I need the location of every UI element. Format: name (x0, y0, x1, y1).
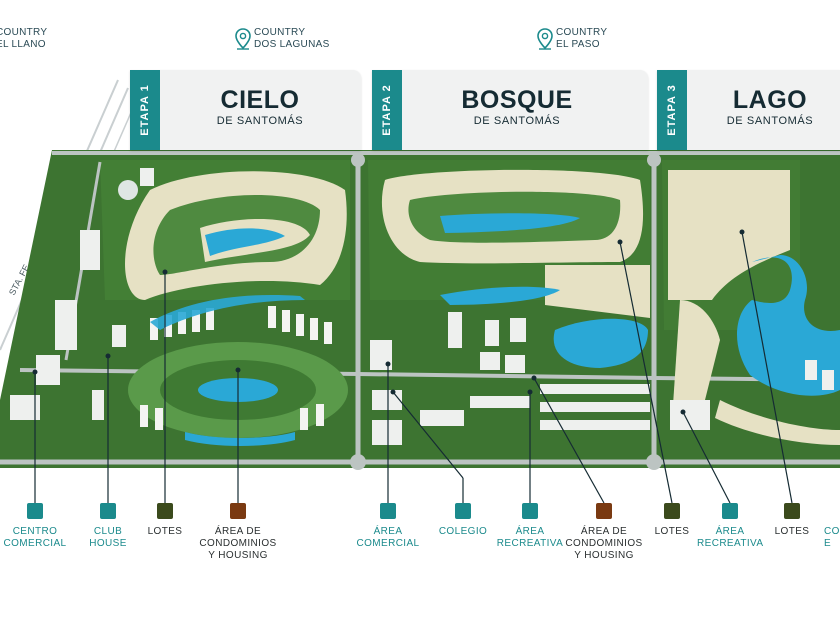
legend-colegio: COLEGIO (433, 503, 493, 538)
legend-swatch (596, 503, 612, 519)
country-label-dos-lagunas: COUNTRY DOS LAGUNAS (235, 27, 330, 51)
lots-etapa-2 (381, 169, 650, 318)
stage-subtitle-bosque: DE SANTOMÁS (473, 115, 561, 127)
stage-subtitle-cielo: DE SANTOMÁS (216, 115, 304, 127)
banner-etapa-2 (372, 70, 648, 150)
legend-swatch (380, 503, 396, 519)
etapa-tag-1: ETAPA 1 (130, 70, 160, 150)
legend-club-house: CLUB HOUSE (78, 503, 138, 550)
legend-swatch (522, 503, 538, 519)
stage-name-bosque: BOSQUE (461, 86, 573, 114)
buildings-etapa-1 (10, 168, 154, 420)
legend-lotes-3: LOTES (770, 503, 814, 538)
country-label-el-llano: COUNTRY EL LLANO (0, 27, 48, 50)
location-pin-icon (235, 28, 251, 50)
banner-etapa-3 (657, 70, 840, 150)
legend-swatch (157, 503, 173, 519)
legend-centro-comercial: CENTRO COMERCIAL (0, 503, 75, 550)
country-label-el-paso: COUNTRY EL PASO (537, 27, 607, 51)
etapa-tag-3: ETAPA 3 (657, 70, 687, 150)
legend-swatch (100, 503, 116, 519)
legend-area-comercial: ÁREA COMERCIAL (353, 503, 423, 550)
buildings-etapa-3 (670, 360, 834, 430)
legend-cutoff-partial: CO E (824, 526, 840, 549)
legend-condominios-2: ÁREA DE CONDOMINIOS Y HOUSING (564, 503, 644, 562)
leader-lines (34, 231, 793, 504)
legend-lotes-1: LOTES (140, 503, 190, 538)
stage-name-lago: LAGO (732, 86, 808, 114)
legend-swatch (455, 503, 471, 519)
lots-etapa-1 (125, 171, 347, 300)
legend-swatch (722, 503, 738, 519)
legend-swatch (27, 503, 43, 519)
legend-lotes-2: LOTES (650, 503, 694, 538)
legend-swatch (230, 503, 246, 519)
etapa-tag-2: ETAPA 2 (372, 70, 402, 150)
buildings-etapa-2 (370, 312, 650, 445)
legend-area-recreativa-2: ÁREA RECREATIVA (697, 503, 763, 550)
legend-swatch (664, 503, 680, 519)
banner-etapa-1 (130, 70, 361, 150)
stage-subtitle-lago: DE SANTOMÁS (726, 115, 814, 127)
lake-etapa-2 (553, 318, 648, 368)
legend-area-recreativa-1: ÁREA RECREATIVA (495, 503, 565, 550)
legend-condominios-1: ÁREA DE CONDOMINIOS Y HOUSING (193, 503, 283, 562)
stage-name-cielo: CIELO (220, 86, 300, 114)
legend-swatch (784, 503, 800, 519)
location-pin-icon (537, 28, 553, 50)
roundabouts (350, 153, 662, 470)
leader-dots (32, 229, 745, 415)
